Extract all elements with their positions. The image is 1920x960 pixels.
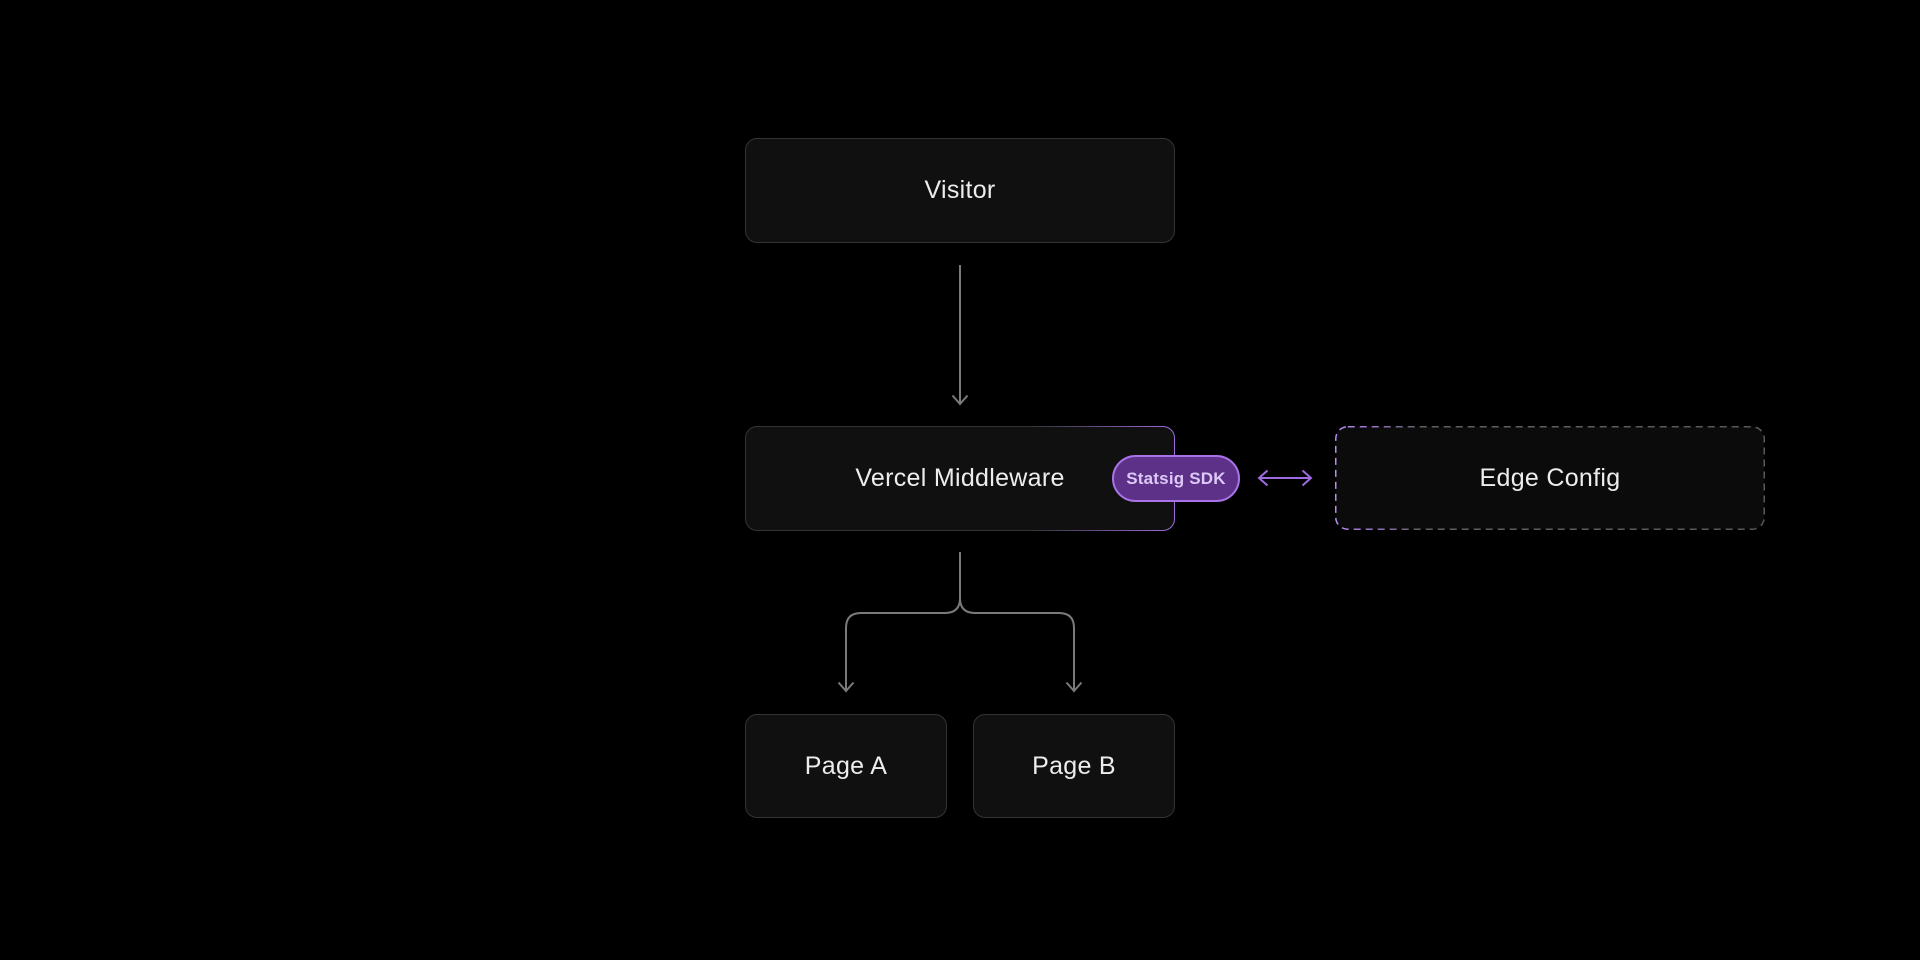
statsig-sdk-badge: Statsig SDK	[1112, 455, 1240, 502]
arrowhead-right-icon	[1301, 469, 1313, 487]
node-page-b: Page B	[973, 714, 1175, 818]
node-page-a: Page A	[745, 714, 947, 818]
node-edge-config-label: Edge Config	[1479, 463, 1621, 492]
edge-middleware-to-page-b	[959, 552, 1083, 693]
edge-visitor-to-middleware	[951, 265, 969, 406]
arrowhead-down-icon	[837, 681, 855, 693]
node-page-a-label: Page A	[804, 751, 888, 780]
statsig-sdk-badge-label: Statsig SDK	[1126, 468, 1226, 488]
node-vercel-middleware-label: Vercel Middleware	[855, 464, 1065, 492]
arrowhead-down-icon	[951, 394, 969, 406]
arrowhead-down-icon	[1065, 681, 1083, 693]
node-vercel-middleware: Vercel Middleware	[745, 426, 1175, 531]
arrowhead-left-icon	[1257, 469, 1269, 487]
node-visitor: Visitor	[745, 138, 1175, 243]
edge-middleware-to-page-a	[837, 552, 961, 693]
node-page-b-label: Page B	[1032, 751, 1116, 780]
edge-middleware-to-edge-config	[1257, 469, 1313, 487]
node-visitor-label: Visitor	[924, 176, 996, 204]
node-edge-config: Edge Config	[1335, 426, 1765, 530]
